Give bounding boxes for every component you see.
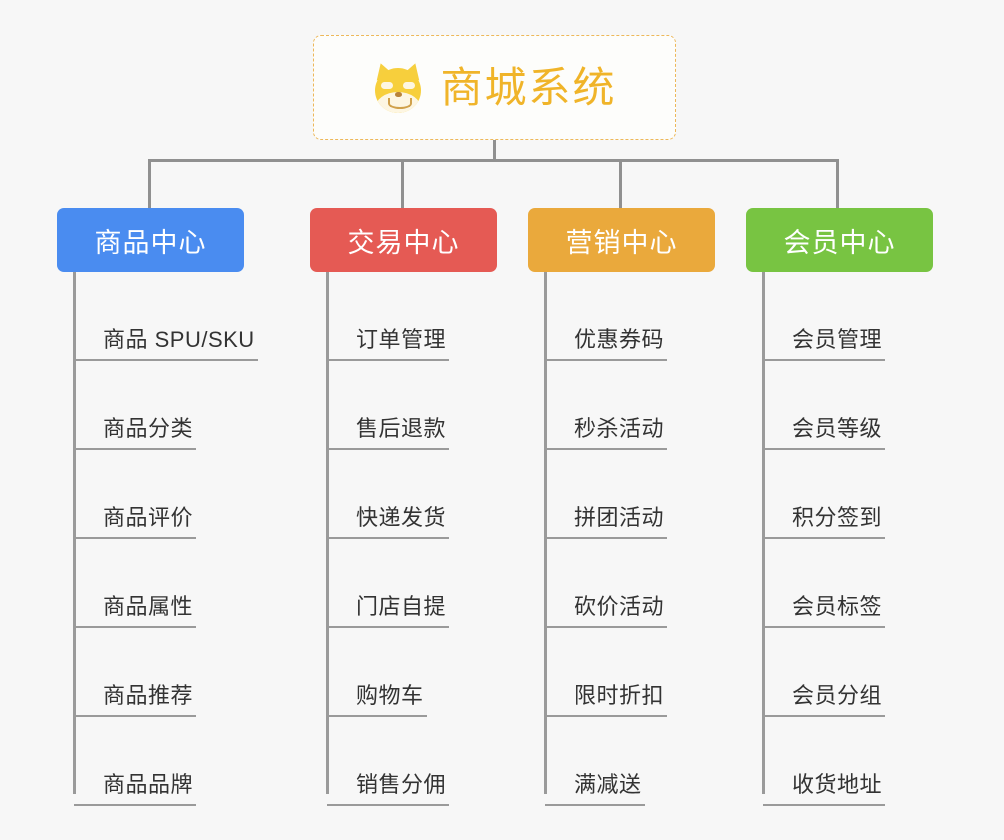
category-box-1[interactable]: 交易中心 [310, 208, 497, 272]
leaf-item-label: 优惠券码 [574, 327, 665, 352]
leaf-item-rule [327, 626, 449, 628]
leaf-item-label: 砍价活动 [574, 594, 665, 619]
column-spine-1 [326, 272, 329, 794]
root-node-shop-system[interactable]: 商城系统 [313, 35, 676, 140]
leaf-item-label: 会员管理 [792, 327, 883, 352]
leaf-item-label: 会员分组 [792, 683, 883, 708]
leaf-item-label: 商品分类 [103, 416, 194, 441]
leaf-item-rule [763, 626, 885, 628]
leaf-item-label: 秒杀活动 [574, 416, 665, 441]
category-box-0[interactable]: 商品中心 [57, 208, 244, 272]
connector-drop-2 [401, 159, 404, 208]
connector-drop-4 [836, 159, 839, 208]
category-label-1: 交易中心 [347, 227, 460, 258]
leaf-item-label: 收货地址 [792, 772, 883, 797]
category-label-2: 营销中心 [565, 227, 678, 258]
leaf-item-label: 售后退款 [356, 416, 447, 441]
leaf-item-rule [545, 448, 667, 450]
leaf-item-label: 订单管理 [356, 327, 447, 352]
leaf-item-label: 限时折扣 [574, 683, 665, 708]
leaf-item-label: 商品推荐 [103, 683, 194, 708]
leaf-item-label: 拼团活动 [574, 505, 665, 530]
leaf-item-label: 销售分佣 [356, 772, 447, 797]
leaf-item-rule [763, 537, 885, 539]
leaf-item-label: 购物车 [356, 683, 424, 708]
leaf-item-label: 积分签到 [792, 505, 883, 530]
column-spine-0 [73, 272, 76, 794]
leaf-item-rule [327, 804, 449, 806]
leaf-item-label: 商品 SPU/SKU [103, 327, 255, 352]
leaf-item-rule [327, 715, 427, 717]
leaf-item-rule [763, 804, 885, 806]
leaf-item-rule [327, 359, 449, 361]
connector-horizontal-bus [148, 159, 839, 162]
category-box-3[interactable]: 会员中心 [746, 208, 933, 272]
category-box-2[interactable]: 营销中心 [528, 208, 715, 272]
category-label-3: 会员中心 [783, 227, 896, 258]
leaf-item-rule [545, 715, 667, 717]
leaf-item-label: 商品评价 [103, 505, 194, 530]
column-spine-2 [544, 272, 547, 794]
leaf-item-label: 门店自提 [356, 594, 447, 619]
root-node-content: 商城系统 [372, 60, 617, 114]
connector-drop-3 [619, 159, 622, 208]
category-label-0: 商品中心 [94, 227, 207, 258]
column-spine-3 [762, 272, 765, 794]
leaf-item-label: 商品品牌 [103, 772, 194, 797]
leaf-item-rule [74, 537, 196, 539]
leaf-item-rule [545, 537, 667, 539]
leaf-item-rule [763, 715, 885, 717]
leaf-item-rule [545, 804, 645, 806]
leaf-item-rule [74, 359, 258, 361]
shiba-dog-icon [372, 60, 425, 114]
connector-drop-1 [148, 159, 151, 208]
leaf-item-rule [74, 715, 196, 717]
leaf-item-label: 会员等级 [792, 416, 883, 441]
leaf-item-rule [74, 626, 196, 628]
leaf-item-label: 商品属性 [103, 594, 194, 619]
leaf-item-rule [327, 537, 449, 539]
leaf-item-label: 满减送 [574, 772, 642, 797]
leaf-item-rule [545, 359, 667, 361]
leaf-item-rule [327, 448, 449, 450]
leaf-item-rule [74, 448, 196, 450]
connector-root-stem [493, 140, 496, 161]
leaf-item-label: 快递发货 [356, 505, 447, 530]
leaf-item-rule [74, 804, 196, 806]
leaf-item-rule [763, 448, 885, 450]
leaf-item-rule [763, 359, 885, 361]
root-node-label: 商城系统 [440, 63, 617, 111]
leaf-item-label: 会员标签 [792, 594, 883, 619]
leaf-item-rule [545, 626, 667, 628]
